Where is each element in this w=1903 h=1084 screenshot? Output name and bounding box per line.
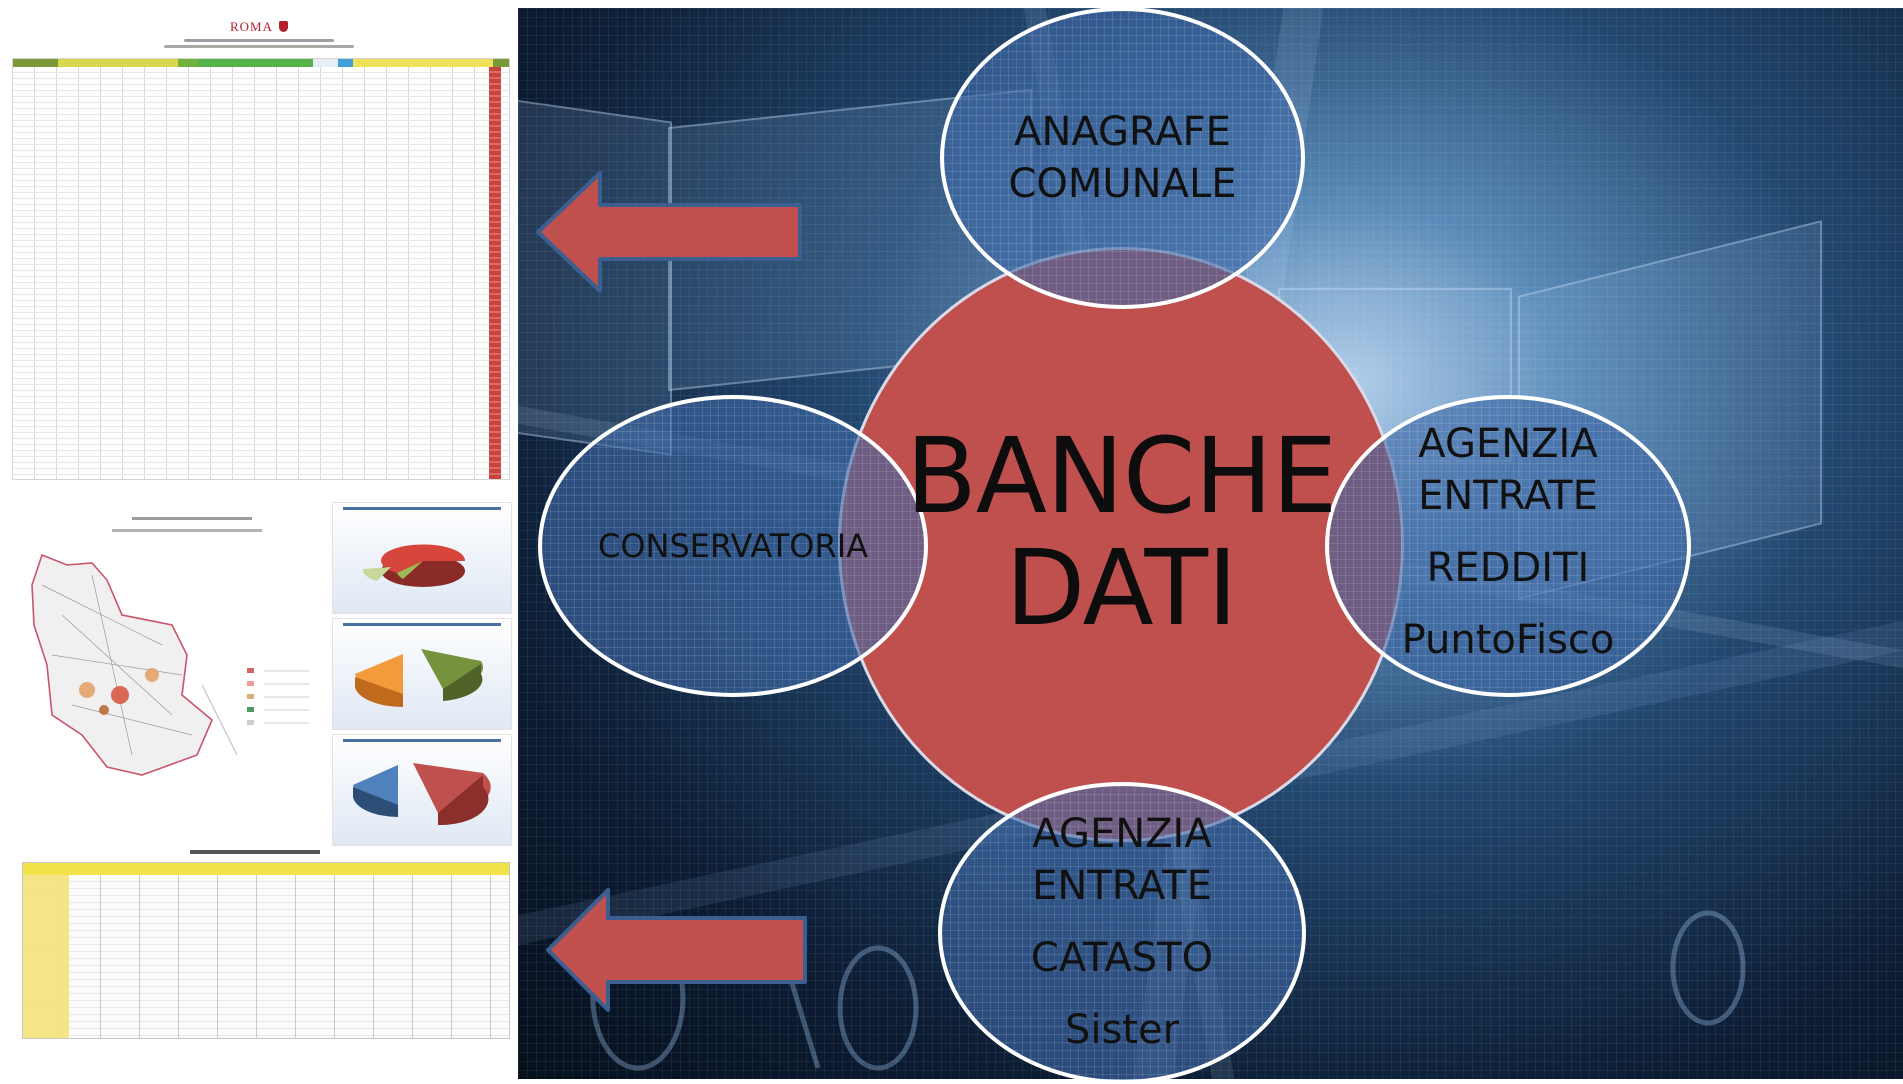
satellite-bottom-label: AGENZIA ENTRATE CATASTO Sister [938, 808, 1306, 1056]
satellite-right [1325, 395, 1691, 697]
map-outline [31, 553, 238, 776]
left-arrow-icon [536, 171, 802, 293]
satellite-label-line: Sister [1064, 1007, 1180, 1053]
brand-label: ROMA [229, 19, 273, 34]
bottom-spreadsheet-header [23, 863, 509, 875]
document-collage: ROMA [0, 0, 518, 1079]
center-label-line: DATI [1005, 527, 1238, 649]
map-title-line [132, 517, 252, 520]
satellite-label-line: REDDITI [1426, 545, 1590, 591]
pie-chart-thumbnail [362, 544, 466, 587]
satellite-label-line: PuntoFisco [1401, 617, 1615, 663]
center-circle [838, 247, 1404, 842]
document-spreadsheet [12, 58, 510, 480]
satellite-left-label: CONSERVATORIA [538, 524, 928, 568]
satellite-label-line: AGENZIA [1032, 811, 1212, 857]
map-subtitle-line [112, 529, 262, 532]
center-label: BANCHE DATI [838, 420, 1404, 644]
center-label-line: BANCHE [905, 415, 1338, 537]
satellite-top [940, 7, 1305, 309]
satellite-right-label: AGENZIA ENTRATE REDDITI PuntoFisco [1325, 418, 1691, 666]
satellite-label-line: COMUNALE [1008, 161, 1237, 207]
document-header: ROMA [0, 18, 518, 48]
pie-chart-card [332, 502, 512, 614]
satellite-label-line: ENTRATE [1418, 473, 1598, 519]
satellite-label-line: AGENZIA [1418, 421, 1598, 467]
bottom-spreadsheet [22, 862, 510, 1039]
satellite-top-label: ANAGRAFE COMUNALE [940, 106, 1305, 210]
document-map [12, 505, 330, 795]
satellite-label-line: CONSERVATORIA [597, 527, 869, 565]
document-subtitle-line [164, 45, 354, 48]
pie-chart-thumbnail [355, 649, 484, 708]
pie-chart-card [332, 734, 512, 846]
document-subtitle-line [184, 39, 334, 42]
spreadsheet-highlight-column [489, 67, 501, 479]
spreadsheet-rows [13, 67, 509, 479]
shield-icon [279, 21, 288, 32]
satellite-label-line: CATASTO [1030, 935, 1214, 981]
pie-chart-card [332, 618, 512, 730]
bottom-spreadsheet-highlight-column [23, 875, 69, 1038]
bottom-table-title-line [190, 850, 320, 854]
spreadsheet-header-band [13, 59, 509, 67]
map-legend [247, 660, 322, 750]
left-arrow-icon [546, 888, 807, 1012]
pie-chart-thumbnail [353, 763, 491, 826]
satellite-label-line: ANAGRAFE [1014, 109, 1231, 155]
bottom-spreadsheet-rows [23, 875, 509, 1038]
satellite-label-line: ENTRATE [1032, 863, 1212, 909]
satellite-bottom [938, 782, 1306, 1084]
satellite-left [538, 395, 928, 697]
